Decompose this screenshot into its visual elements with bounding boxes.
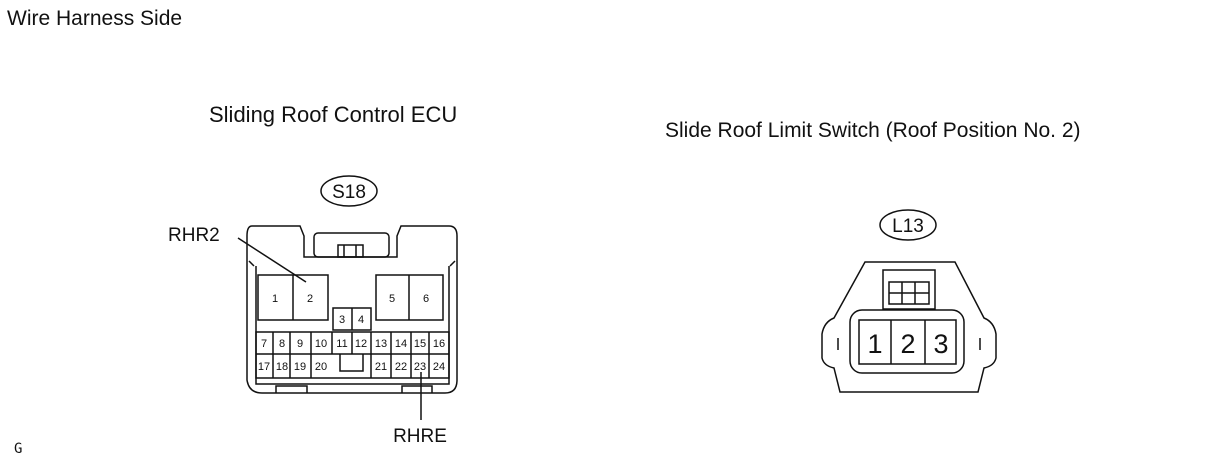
ecu-pin: 17 [258,361,270,373]
ecu-title: Sliding Roof Control ECU [209,102,458,127]
limit-switch-lock [882,269,936,310]
ecu-pin: 7 [261,338,267,350]
ecu-pin: 4 [358,314,364,326]
limit-switch-title: Slide Roof Limit Switch (Roof Position N… [665,119,1081,142]
ecu-pin: 2 [307,293,313,305]
rhr2-leader-line [237,237,307,283]
limit-switch-pin: 3 [933,329,948,359]
ecu-pin: 16 [433,338,445,350]
ecu-pin: 20 [315,361,327,373]
ecu-pin: 8 [279,338,285,350]
rhre-label: RHRE [393,426,447,447]
limit-switch-pin-housing [849,309,965,374]
ecu-pin: 18 [276,361,288,373]
ecu-pin: 9 [297,338,303,350]
ecu-pin: 10 [315,338,327,350]
limit-switch-connector [821,209,997,393]
limit-switch-pin: 1 [867,329,882,359]
ecu-pin: 6 [423,293,429,305]
ecu-pin: 11 [336,338,347,350]
ecu-connector [237,175,458,420]
ecu-pin: 12 [355,338,367,350]
ecu-pin: 5 [389,293,395,305]
ecu-pin: 14 [395,338,407,350]
limit-switch-housing [821,261,997,393]
limit-switch-pin: 2 [900,329,915,359]
corner-mark: G [14,441,23,457]
ecu-connector-inner-rim [255,266,450,385]
ecu-pin: 21 [375,361,387,373]
limit-switch-code-bubble [879,209,937,241]
ecu-connector-housing [246,225,458,394]
rhr2-label: RHR2 [168,225,220,246]
ecu-pin: 15 [414,338,426,350]
ecu-pin: 1 [272,293,278,305]
ecu-connector-code-bubble [320,175,378,207]
ecu-pin: 13 [375,338,387,350]
ecu-pin: 22 [395,361,407,373]
ecu-pin: 24 [433,361,445,373]
limit-switch-connector-code: L13 [892,216,924,237]
ecu-pin: 19 [294,361,306,373]
diagram-heading: Wire Harness Side [7,7,183,30]
ecu-pin: 23 [414,361,426,373]
ecu-connector-code: S18 [332,182,366,203]
ecu-pin: 3 [339,314,345,326]
